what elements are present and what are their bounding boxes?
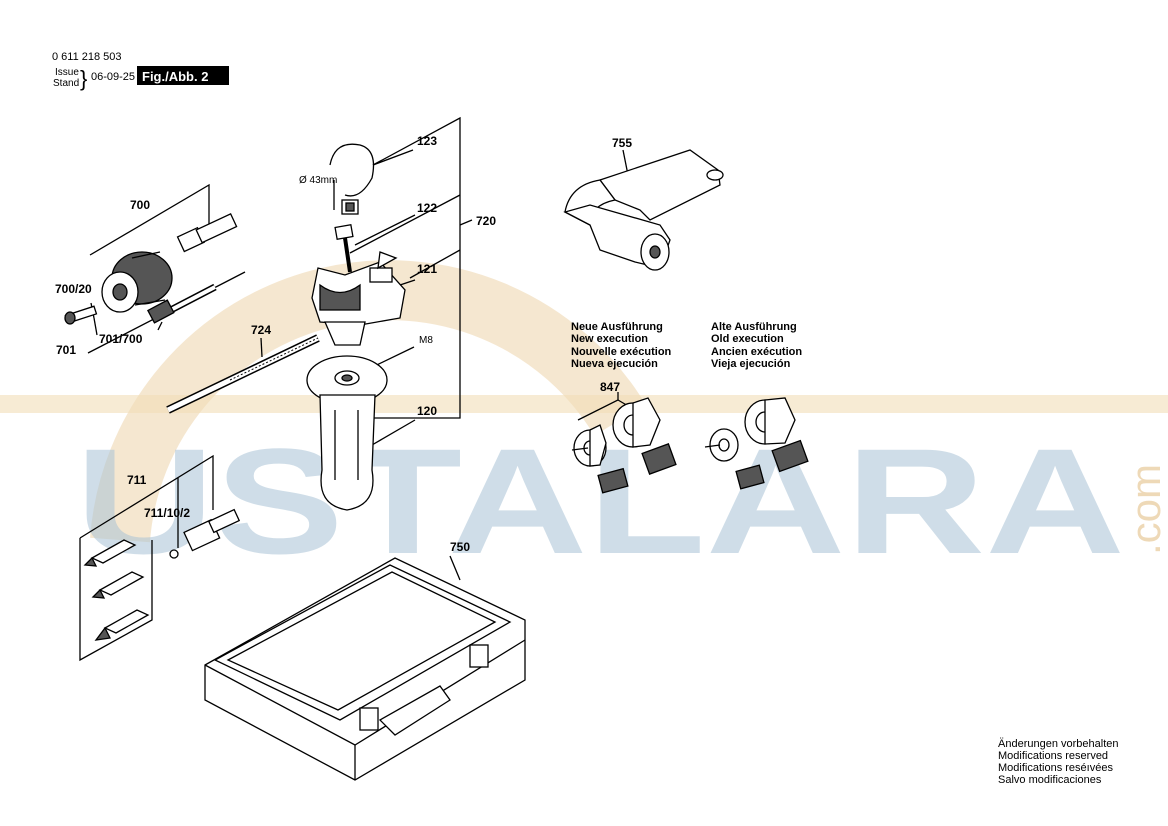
chuck-adapter	[176, 213, 238, 253]
footer-line-2: Modifications reserved	[998, 750, 1108, 762]
callout-711: 711	[127, 473, 147, 487]
footer-line-3: Modifications reséıvées	[998, 762, 1113, 774]
callout-120: 120	[417, 404, 437, 418]
brace: }	[80, 66, 87, 91]
callout-755: 755	[612, 136, 632, 150]
bit-holder	[169, 508, 241, 559]
header: 0 611 218 503 Issue Stand } 06-09-25 Fig…	[52, 51, 229, 91]
issue-label: Issue	[55, 67, 79, 78]
callout-123: 123	[417, 134, 437, 148]
callout-m8: M8	[419, 335, 433, 346]
new-version-line-1: Neue Ausführung	[571, 321, 663, 333]
new-version-line-4: Nueva ejecución	[571, 358, 658, 370]
case-handle	[378, 685, 451, 736]
callout-700: 700	[130, 198, 150, 212]
drill-chuck	[101, 251, 173, 313]
aux-handle-group: 123 122 121 720 120 M8 Ø 43mm	[299, 116, 496, 511]
callout-711-10-2: 711/10/2	[144, 506, 190, 520]
stand-label: Stand	[53, 78, 79, 89]
old-version-line-2: Old execution	[711, 333, 784, 345]
brush-set-old	[704, 397, 809, 490]
callout-700-20: 700/20	[55, 282, 92, 296]
screwdriver-bits-group: 711 711/10/2	[79, 454, 241, 662]
chuck-screw	[64, 305, 98, 325]
callout-847: 847	[600, 380, 620, 394]
bit-1	[83, 539, 137, 567]
issue-date: 06-09-25	[91, 71, 135, 83]
figure-label: Fig./Abb. 2	[142, 69, 208, 84]
grip-handle	[306, 355, 388, 511]
callout-121: 121	[417, 262, 437, 276]
figure-badge	[137, 66, 229, 85]
clamp-bolt	[334, 223, 354, 273]
callout-750: 750	[450, 540, 470, 554]
callout-122: 122	[417, 201, 437, 215]
handle-bracket	[311, 251, 406, 346]
angle-attachment: 755	[563, 136, 724, 271]
callout-720: 720	[476, 214, 496, 228]
old-version-line-4: Vieja ejecución	[711, 358, 791, 370]
chuck-group: 700 700/20 701 701/700	[55, 183, 246, 357]
depth-rod: 724	[166, 323, 320, 414]
footer-line-4: Salvo modificaciones	[998, 774, 1102, 786]
old-version-line-3: Ancien exécution	[711, 346, 802, 358]
callout-701: 701	[56, 343, 76, 357]
carrying-case: 750	[204, 540, 526, 781]
bit-3	[94, 609, 150, 641]
version-new: Neue Ausführung New execution Nouvelle e…	[571, 321, 672, 370]
version-old: Alte Ausführung Old execution Ancien exé…	[711, 321, 802, 370]
diameter-label: Ø 43mm	[299, 175, 337, 186]
part-number: 0 611 218 503	[52, 51, 122, 63]
footer-notice: Änderungen vorbehalten Modifications res…	[998, 738, 1118, 786]
brush-set-new: 847	[571, 380, 677, 494]
watermark-suffix: .com	[1122, 464, 1168, 555]
clamp-band	[329, 143, 375, 215]
callout-701-700: 701/700	[99, 332, 143, 346]
new-version-line-2: New execution	[571, 333, 648, 345]
bit-2	[91, 571, 145, 599]
new-version-line-3: Nouvelle exécution	[571, 346, 672, 358]
callout-724: 724	[251, 323, 271, 337]
old-version-line-1: Alte Ausführung	[711, 321, 797, 333]
footer-line-1: Änderungen vorbehalten	[998, 738, 1118, 750]
chuck-key	[147, 283, 217, 331]
